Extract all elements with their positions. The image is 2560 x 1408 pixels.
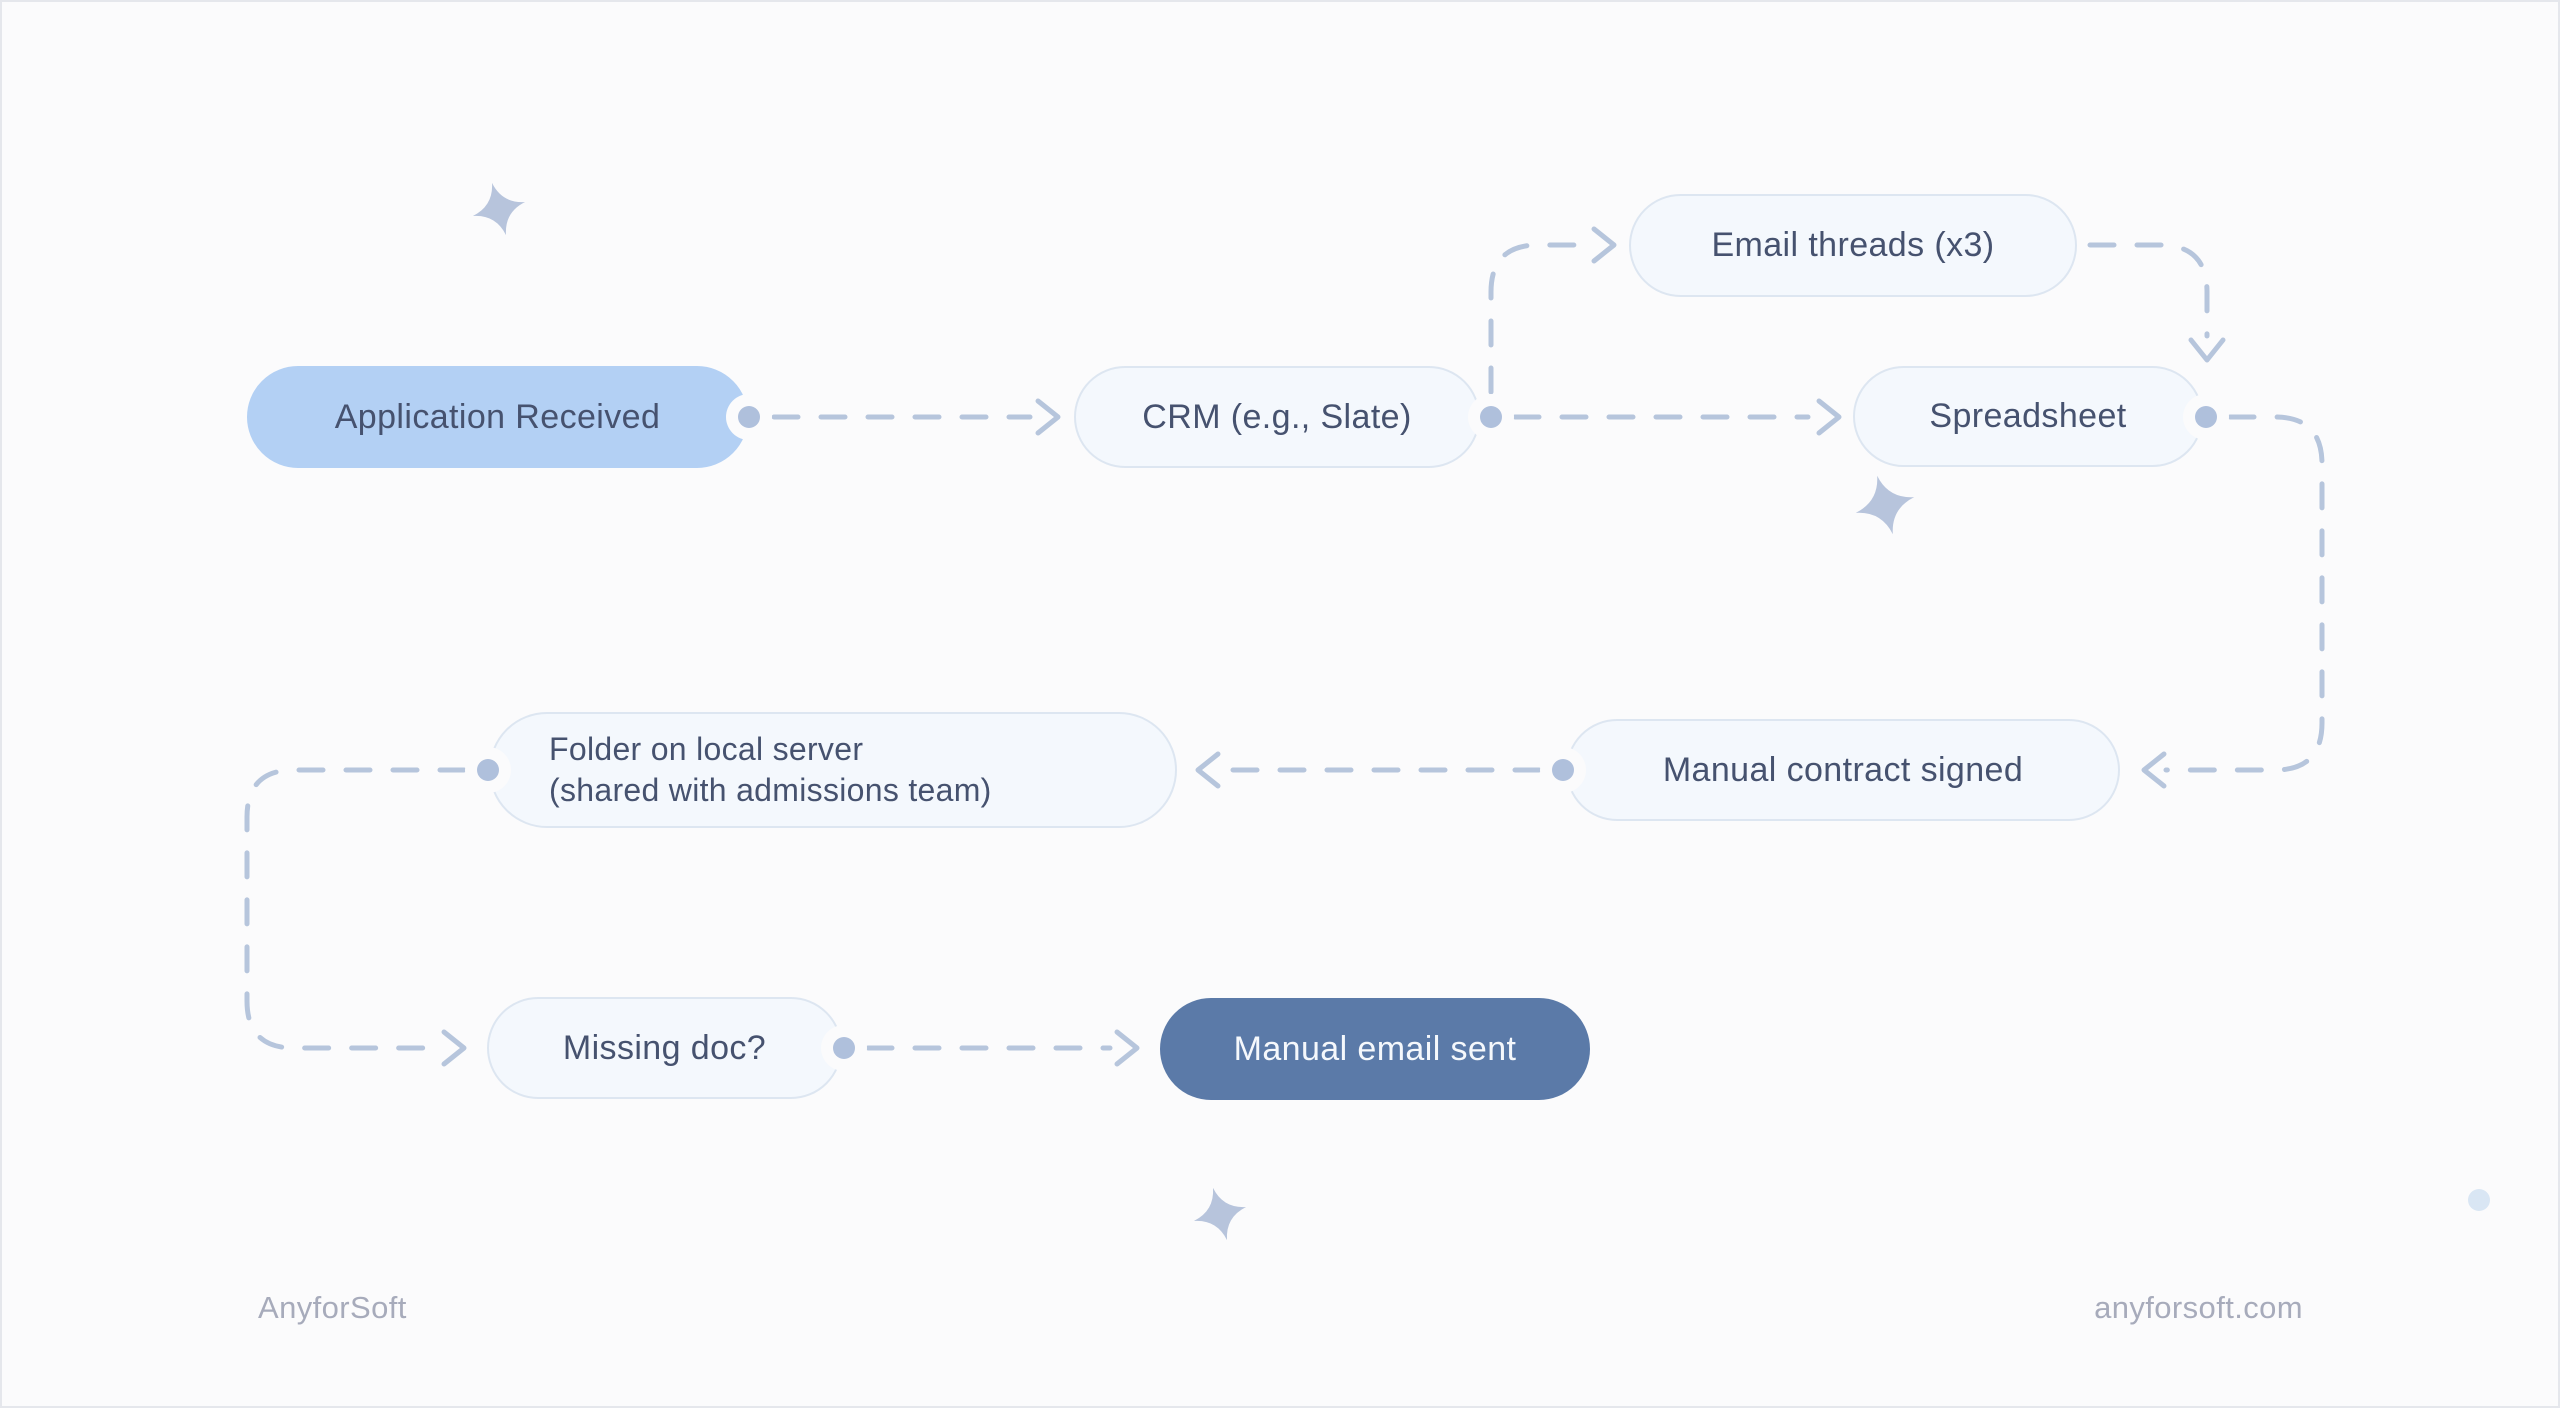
port-dot bbox=[1552, 759, 1574, 781]
arrowhead-into-spreadsheet bbox=[1816, 398, 1842, 436]
arrowhead-down-into-spreadsheet bbox=[2188, 337, 2226, 363]
arrowhead-into-folder bbox=[1195, 751, 1221, 789]
node-label: Manual email sent bbox=[1233, 1029, 1517, 1068]
edge-folder-to-missing-doc bbox=[244, 767, 467, 1051]
port-dot bbox=[1480, 406, 1502, 428]
node-label-line2: (shared with admissions team) bbox=[549, 772, 992, 808]
website-text: anyforsoft.com bbox=[2094, 1290, 2303, 1325]
node-label: Email threads (x3) bbox=[1711, 226, 1995, 264]
port-dot bbox=[833, 1037, 855, 1059]
node-folder-local-server: Folder on local server (shared with admi… bbox=[489, 712, 1177, 828]
port-dot bbox=[477, 759, 499, 781]
node-label: Manual contract signed bbox=[1662, 750, 2024, 789]
node-spreadsheet: Spreadsheet bbox=[1853, 366, 2203, 467]
brand-text: AnyforSoft bbox=[258, 1290, 407, 1325]
sparkle-icon bbox=[1193, 1187, 1247, 1241]
node-missing-doc: Missing doc? bbox=[487, 997, 842, 1099]
node-label-line1: Folder on local server bbox=[549, 731, 864, 767]
arrowhead-into-manual-contract bbox=[2141, 751, 2167, 789]
node-crm: CRM (e.g., Slate) bbox=[1074, 366, 1480, 468]
sparkle-icon bbox=[1855, 475, 1915, 535]
decorative-dot bbox=[2468, 1189, 2490, 1211]
node-email-threads: Email threads (x3) bbox=[1629, 194, 2077, 297]
node-label: Application Received bbox=[334, 397, 661, 436]
arrowhead-into-email-threads bbox=[1591, 226, 1617, 264]
arrowhead-into-missing-doc bbox=[441, 1029, 467, 1067]
edge-crm-to-email-threads bbox=[1488, 242, 1595, 395]
node-label: Spreadsheet bbox=[1929, 397, 2127, 435]
node-label: Missing doc? bbox=[562, 1028, 767, 1067]
node-manual-email-sent: Manual email sent bbox=[1160, 998, 1590, 1100]
port-dot bbox=[2195, 406, 2217, 428]
edge-email-threads-to-spreadsheet bbox=[2087, 242, 2210, 339]
edge-spreadsheet-to-manual-contract bbox=[2163, 414, 2325, 773]
arrowhead-into-crm bbox=[1035, 398, 1061, 436]
arrowhead-into-manual-email bbox=[1114, 1029, 1140, 1067]
node-label: CRM (e.g., Slate) bbox=[1142, 397, 1412, 436]
node-manual-contract-signed: Manual contract signed bbox=[1566, 719, 2120, 821]
sparkle-icon bbox=[472, 182, 526, 236]
port-dot bbox=[738, 406, 760, 428]
node-application-received: Application Received bbox=[247, 366, 748, 468]
